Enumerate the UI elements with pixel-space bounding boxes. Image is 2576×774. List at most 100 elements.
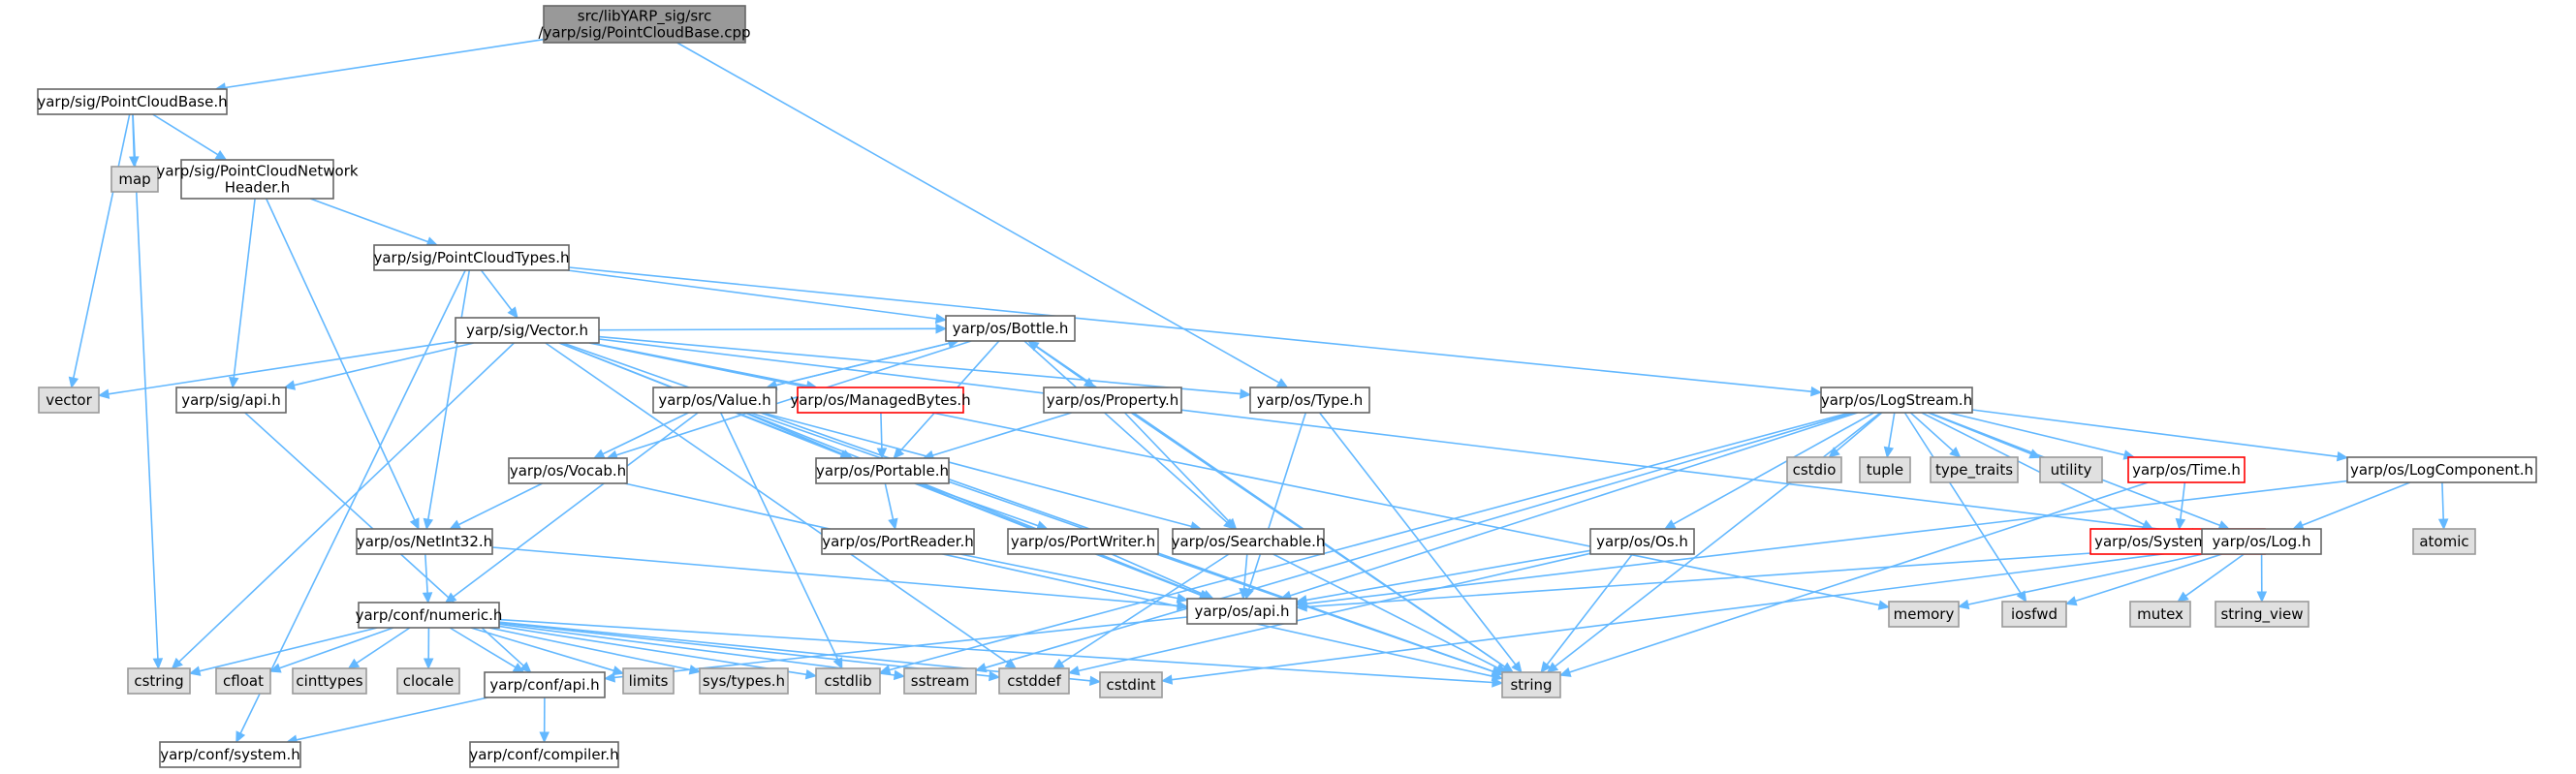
edge-arrowhead bbox=[171, 657, 183, 669]
edge-numeric-to-confapi bbox=[449, 627, 525, 673]
edge-arrowhead bbox=[1240, 388, 1252, 399]
edge-arrowhead bbox=[893, 447, 905, 459]
node-pct[interactable]: yarp/sig/PointCloudTypes.h bbox=[373, 244, 570, 271]
edge-pct-to-system bbox=[236, 269, 466, 744]
node-label: yarp/conf/compiler.h bbox=[469, 746, 618, 763]
node-box bbox=[508, 457, 628, 484]
node-sigapi[interactable]: yarp/sig/api.h bbox=[175, 387, 287, 414]
node-value[interactable]: yarp/os/Value.h bbox=[652, 387, 777, 414]
node-logcomponent[interactable]: yarp/os/LogComponent.h bbox=[2346, 456, 2537, 483]
node-searchable[interactable]: yarp/os/Searchable.h bbox=[1172, 528, 1326, 555]
edge-arrowhead bbox=[129, 156, 140, 169]
node-pcb_h[interactable]: yarp/sig/PointCloudBase.h bbox=[37, 88, 228, 115]
node-box bbox=[2129, 601, 2191, 628]
node-box bbox=[175, 387, 287, 414]
edge-line bbox=[745, 412, 1203, 597]
node-root[interactable]: src/libYARP_sig/src/yarp/sig/PointCloudB… bbox=[538, 5, 751, 44]
node-os[interactable]: yarp/os/Os.h bbox=[1589, 528, 1695, 555]
edge-arrowhead bbox=[603, 672, 615, 683]
node-osapi[interactable]: yarp/os/api.h bbox=[1186, 598, 1298, 625]
node-atomic: atomic bbox=[2412, 528, 2476, 555]
node-clocale: clocale bbox=[396, 667, 460, 695]
node-box bbox=[543, 5, 746, 44]
node-box bbox=[358, 602, 500, 629]
edge-pcb_h-to-pcnh bbox=[152, 113, 228, 161]
node-label: memory bbox=[1894, 605, 1955, 623]
edge-time-to-sysclock bbox=[2175, 481, 2186, 531]
edge-line bbox=[296, 697, 488, 741]
edge-pcnh-to-sigapi bbox=[228, 198, 256, 389]
edge-arrowhead bbox=[228, 376, 239, 389]
node-map: map bbox=[110, 166, 159, 193]
edge-log-to-cstdint bbox=[1160, 548, 2203, 685]
edge-line bbox=[449, 627, 517, 668]
edge-arrowhead bbox=[347, 658, 361, 669]
node-stringview: string_view bbox=[2215, 601, 2309, 628]
node-label: map bbox=[118, 170, 150, 188]
node-label: string bbox=[1510, 676, 1552, 694]
node-label: cinttypes bbox=[296, 672, 362, 690]
edge-value-to-numeric bbox=[444, 412, 699, 604]
edge-line bbox=[1673, 412, 1874, 525]
node-logstream[interactable]: yarp/os/LogStream.h bbox=[1820, 387, 1973, 414]
node-label: cstdlib bbox=[824, 672, 871, 690]
edge-line bbox=[1078, 552, 1591, 672]
node-netint[interactable]: yarp/os/NetInt32.h bbox=[356, 528, 493, 555]
node-box bbox=[903, 667, 977, 695]
node-box bbox=[1888, 601, 1960, 628]
node-vocab[interactable]: yarp/os/Vocab.h bbox=[508, 457, 628, 484]
edge-arrowhead bbox=[1067, 666, 1081, 676]
node-box bbox=[356, 528, 493, 555]
node-managed[interactable]: yarp/os/ManagedBytes.h bbox=[790, 387, 971, 414]
node-type[interactable]: yarp/os/Type.h bbox=[1249, 387, 1370, 414]
edge-arrowhead bbox=[934, 313, 948, 325]
edge-line bbox=[1171, 548, 2203, 681]
edge-log-to-osapi bbox=[1295, 544, 2203, 612]
edge-line bbox=[568, 266, 1812, 392]
node-portreader[interactable]: yarp/os/PortReader.h bbox=[821, 528, 975, 555]
edge-line bbox=[178, 342, 515, 663]
node-time[interactable]: yarp/os/Time.h bbox=[2127, 456, 2246, 483]
edge-line bbox=[73, 113, 131, 379]
edge-arrowhead bbox=[688, 665, 702, 675]
edge-logstream-to-osapi bbox=[1279, 412, 1858, 601]
edge-arrowhead bbox=[1275, 378, 1289, 388]
node-portwriter[interactable]: yarp/os/PortWriter.h bbox=[1007, 528, 1159, 555]
node-label: yarp/os/api.h bbox=[1194, 603, 1289, 620]
edge-pcb_h-to-cstring bbox=[132, 113, 164, 670]
node-box bbox=[1172, 528, 1325, 555]
node-sigvector[interactable]: yarp/sig/Vector.h bbox=[455, 317, 600, 344]
edge-sigvector-to-type bbox=[598, 335, 1252, 399]
edge-os-to-osapi bbox=[1295, 549, 1591, 605]
node-numeric[interactable]: yarp/conf/numeric.h bbox=[356, 602, 503, 629]
edge-arrowhead bbox=[935, 324, 948, 334]
edge-arrowhead bbox=[1492, 677, 1504, 688]
node-cinttypes: cinttypes bbox=[292, 667, 367, 695]
node-box bbox=[2201, 528, 2322, 555]
node-confapi[interactable]: yarp/conf/api.h bbox=[484, 671, 606, 698]
node-property[interactable]: yarp/os/Property.h bbox=[1043, 387, 1182, 414]
node-compiler[interactable]: yarp/conf/compiler.h bbox=[469, 741, 619, 768]
node-bottle[interactable]: yarp/os/Bottle.h bbox=[945, 315, 1076, 342]
edge-line bbox=[108, 340, 456, 395]
edge-arrowhead bbox=[1883, 446, 1895, 459]
node-system[interactable]: yarp/conf/system.h bbox=[159, 741, 301, 768]
node-log[interactable]: yarp/os/Log.h bbox=[2201, 528, 2322, 555]
edge-line bbox=[743, 412, 844, 455]
edge-arrowhead bbox=[1239, 588, 1249, 601]
edge-line bbox=[1903, 412, 2022, 595]
nodes-layer: src/libYARP_sig/src/yarp/sig/PointCloudB… bbox=[37, 5, 2537, 768]
node-label: yarp/os/Portable.h bbox=[816, 462, 949, 480]
edge-arrowhead bbox=[1957, 599, 1970, 610]
edge-arrowhead bbox=[1663, 519, 1677, 530]
edge-pcb_h-to-vector bbox=[68, 113, 131, 389]
edge-log-to-stringview bbox=[2256, 553, 2268, 604]
edge-pct-to-netint bbox=[423, 269, 471, 531]
node-box bbox=[797, 387, 964, 414]
node-label: limits bbox=[629, 672, 669, 690]
node-portable[interactable]: yarp/os/Portable.h bbox=[815, 457, 950, 484]
edge-arrowhead bbox=[893, 669, 906, 681]
node-box bbox=[1043, 387, 1182, 414]
edge-line bbox=[1242, 553, 1248, 590]
